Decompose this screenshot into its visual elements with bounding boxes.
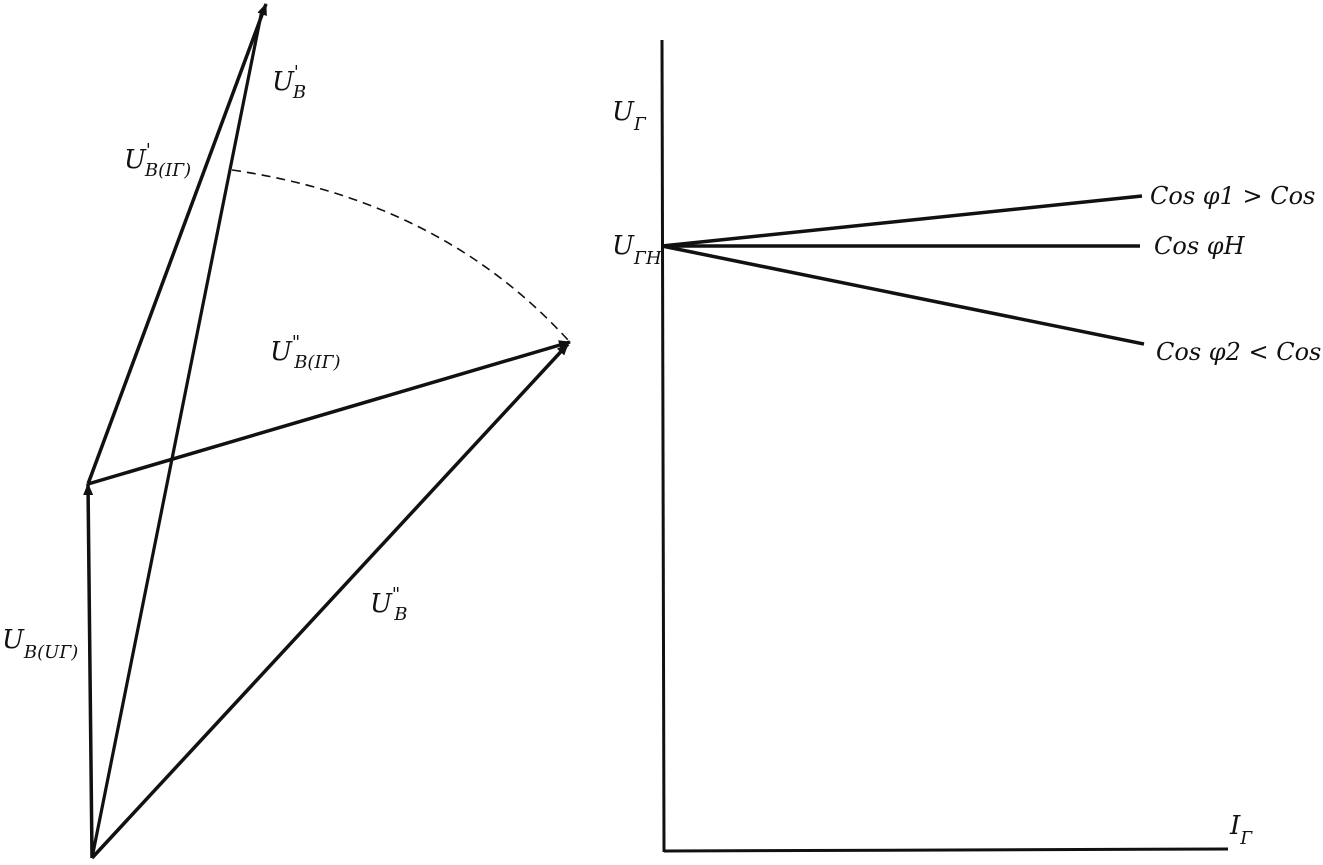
characteristic-chart: UГ UГН IГ Cos φ1 > Cos φН Cos φН Cos φ2 …: [612, 39, 1323, 853]
label-u-v-double-prime-ig: U"В(IГ): [270, 332, 341, 373]
label-u-v-prime: U'В: [272, 62, 306, 103]
label-u-v-ug: UВ(UГ): [2, 625, 78, 663]
line-cos-phi-2: [661, 244, 1145, 346]
vector-u-v-ug: [83, 483, 94, 859]
y-axis: [660, 39, 666, 853]
vector-u-v-double-prime: [90, 342, 570, 860]
label-cos-phi-1: Cos φ1 > Cos φН: [1150, 182, 1323, 210]
label-u-v-prime-ig: U'В(IГ): [124, 140, 191, 181]
dashed-arc: [231, 169, 569, 341]
y-intercept-label: UГН: [612, 231, 662, 269]
vector-u-v-prime: [90, 9, 264, 859]
y-axis-label: UГ: [612, 97, 647, 135]
label-cos-phi-2: Cos φ2 < Cos φН: [1156, 338, 1323, 366]
vector-u-v-double-prime-ig: [87, 340, 571, 486]
label-cos-phi-n: Cos φН: [1154, 232, 1246, 260]
vector-u-v-prime-ig: [86, 3, 268, 485]
line-cos-phi-1: [661, 194, 1143, 248]
x-axis: [663, 847, 1229, 853]
label-u-v-double-prime: U"В: [370, 584, 407, 625]
x-axis-label: IГ: [1229, 811, 1253, 849]
phasor-diagram: U'В U'В(IГ) U"В(IГ) U"В UВ(UГ): [2, 3, 571, 860]
